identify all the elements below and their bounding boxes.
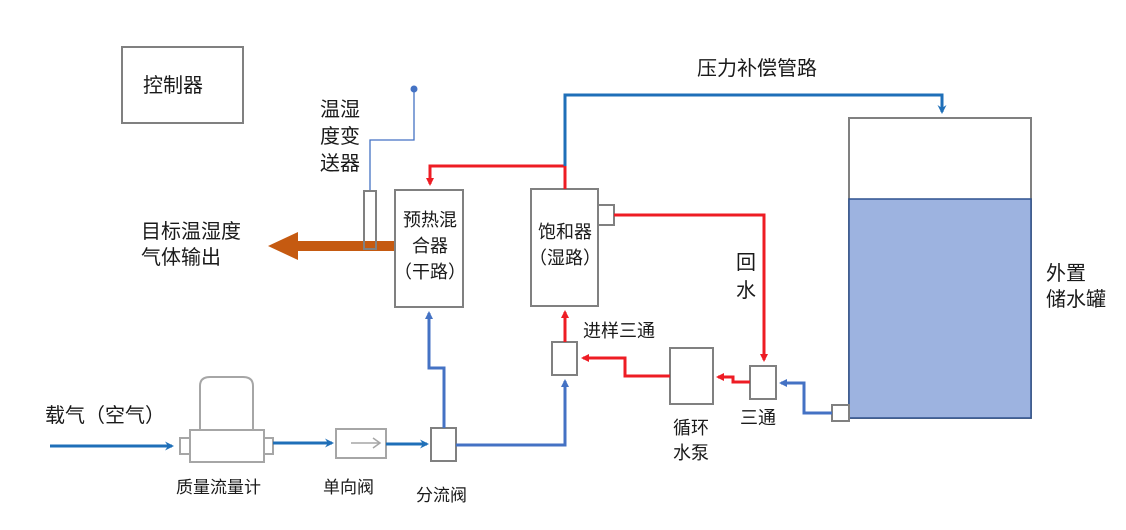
sensor-wire (369, 89, 415, 191)
pump-box (669, 347, 714, 405)
th-transmitter-label: 温湿 度变 送器 (320, 97, 360, 175)
output-arrow-head (268, 232, 298, 260)
splitter-box (430, 427, 457, 462)
preheat-mixer-box (394, 189, 464, 308)
return-water-label: 回 水 (736, 250, 756, 302)
tee-box (749, 365, 777, 400)
pump-label: 循环 水泵 (673, 418, 709, 464)
pump-to-sample-tee-line (581, 354, 670, 378)
splitter-to-sample-tee-line (456, 379, 569, 447)
saturator-box (530, 188, 599, 307)
th-probe (363, 190, 377, 250)
sample-tee-label: 进样三通 (583, 321, 655, 342)
tank-water (848, 198, 1032, 419)
mfc-label: 质量流量计 (176, 478, 261, 498)
tank-label: 外置 储水罐 (1046, 261, 1106, 311)
splitter-to-mixer-line (425, 311, 446, 428)
pressure-comp-line (563, 93, 947, 166)
mfc-head (199, 376, 254, 430)
preheat-mixer-label: 预热混 合器 （干路） (394, 210, 466, 283)
splitter-label: 分流阀 (416, 486, 467, 506)
tee-label: 三通 (740, 408, 776, 429)
controller-label: 控制器 (143, 73, 203, 97)
return-water-line (614, 213, 768, 362)
mfc-body (189, 429, 265, 463)
saturator-label: 饱和器 （湿路） (529, 222, 601, 269)
pressure-comp-label: 压力补偿管路 (697, 56, 817, 80)
sample-tee-box (551, 341, 578, 376)
mfc-port-out (263, 437, 274, 455)
output-label: 目标温湿度 气体输出 (141, 219, 241, 269)
check-valve-label: 单向阀 (323, 478, 374, 498)
carrier-gas-label: 载气（空气） (45, 403, 165, 427)
tank-outlet-port (831, 404, 850, 422)
controller-box (121, 46, 244, 124)
tee-to-pump-line (716, 373, 750, 384)
tank-to-tee-line (779, 379, 832, 415)
saturator-to-mixer-line (426, 164, 567, 189)
mfc-port-in (179, 437, 191, 455)
